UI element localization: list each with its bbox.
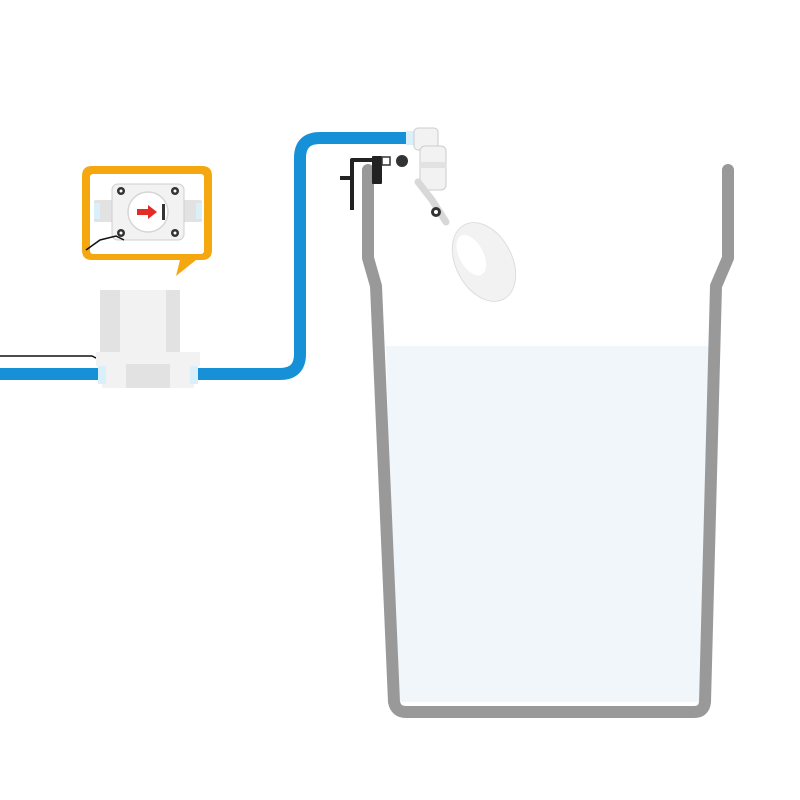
water-tank xyxy=(362,164,734,718)
valve-port-shade xyxy=(126,364,170,388)
float-arm xyxy=(414,178,450,226)
supply-pipe xyxy=(196,132,414,380)
callout-cable xyxy=(85,235,125,251)
valve-base xyxy=(96,352,200,366)
tank-water xyxy=(386,346,710,702)
mount-bracket xyxy=(340,158,374,210)
valve-detail-callout xyxy=(82,166,212,276)
bracket-clip xyxy=(372,156,382,184)
valve-cable xyxy=(0,355,101,361)
valve-coil-highlight xyxy=(166,290,180,352)
valve-body-band xyxy=(420,162,446,168)
callout-clip xyxy=(162,204,165,220)
callout-port-left xyxy=(94,203,100,219)
float-valve-pipe-collar xyxy=(406,131,416,145)
valve-knob xyxy=(396,155,408,167)
valve-nut xyxy=(381,156,391,166)
callout-port-right xyxy=(196,203,202,219)
valve-port-left xyxy=(98,366,106,384)
flow-arrow-icon xyxy=(137,205,157,219)
valve-port-right xyxy=(190,366,198,384)
solenoid-valve xyxy=(96,290,200,388)
float-valve xyxy=(340,127,517,302)
float-ball xyxy=(451,222,517,302)
valve-coil-shade xyxy=(100,290,120,352)
